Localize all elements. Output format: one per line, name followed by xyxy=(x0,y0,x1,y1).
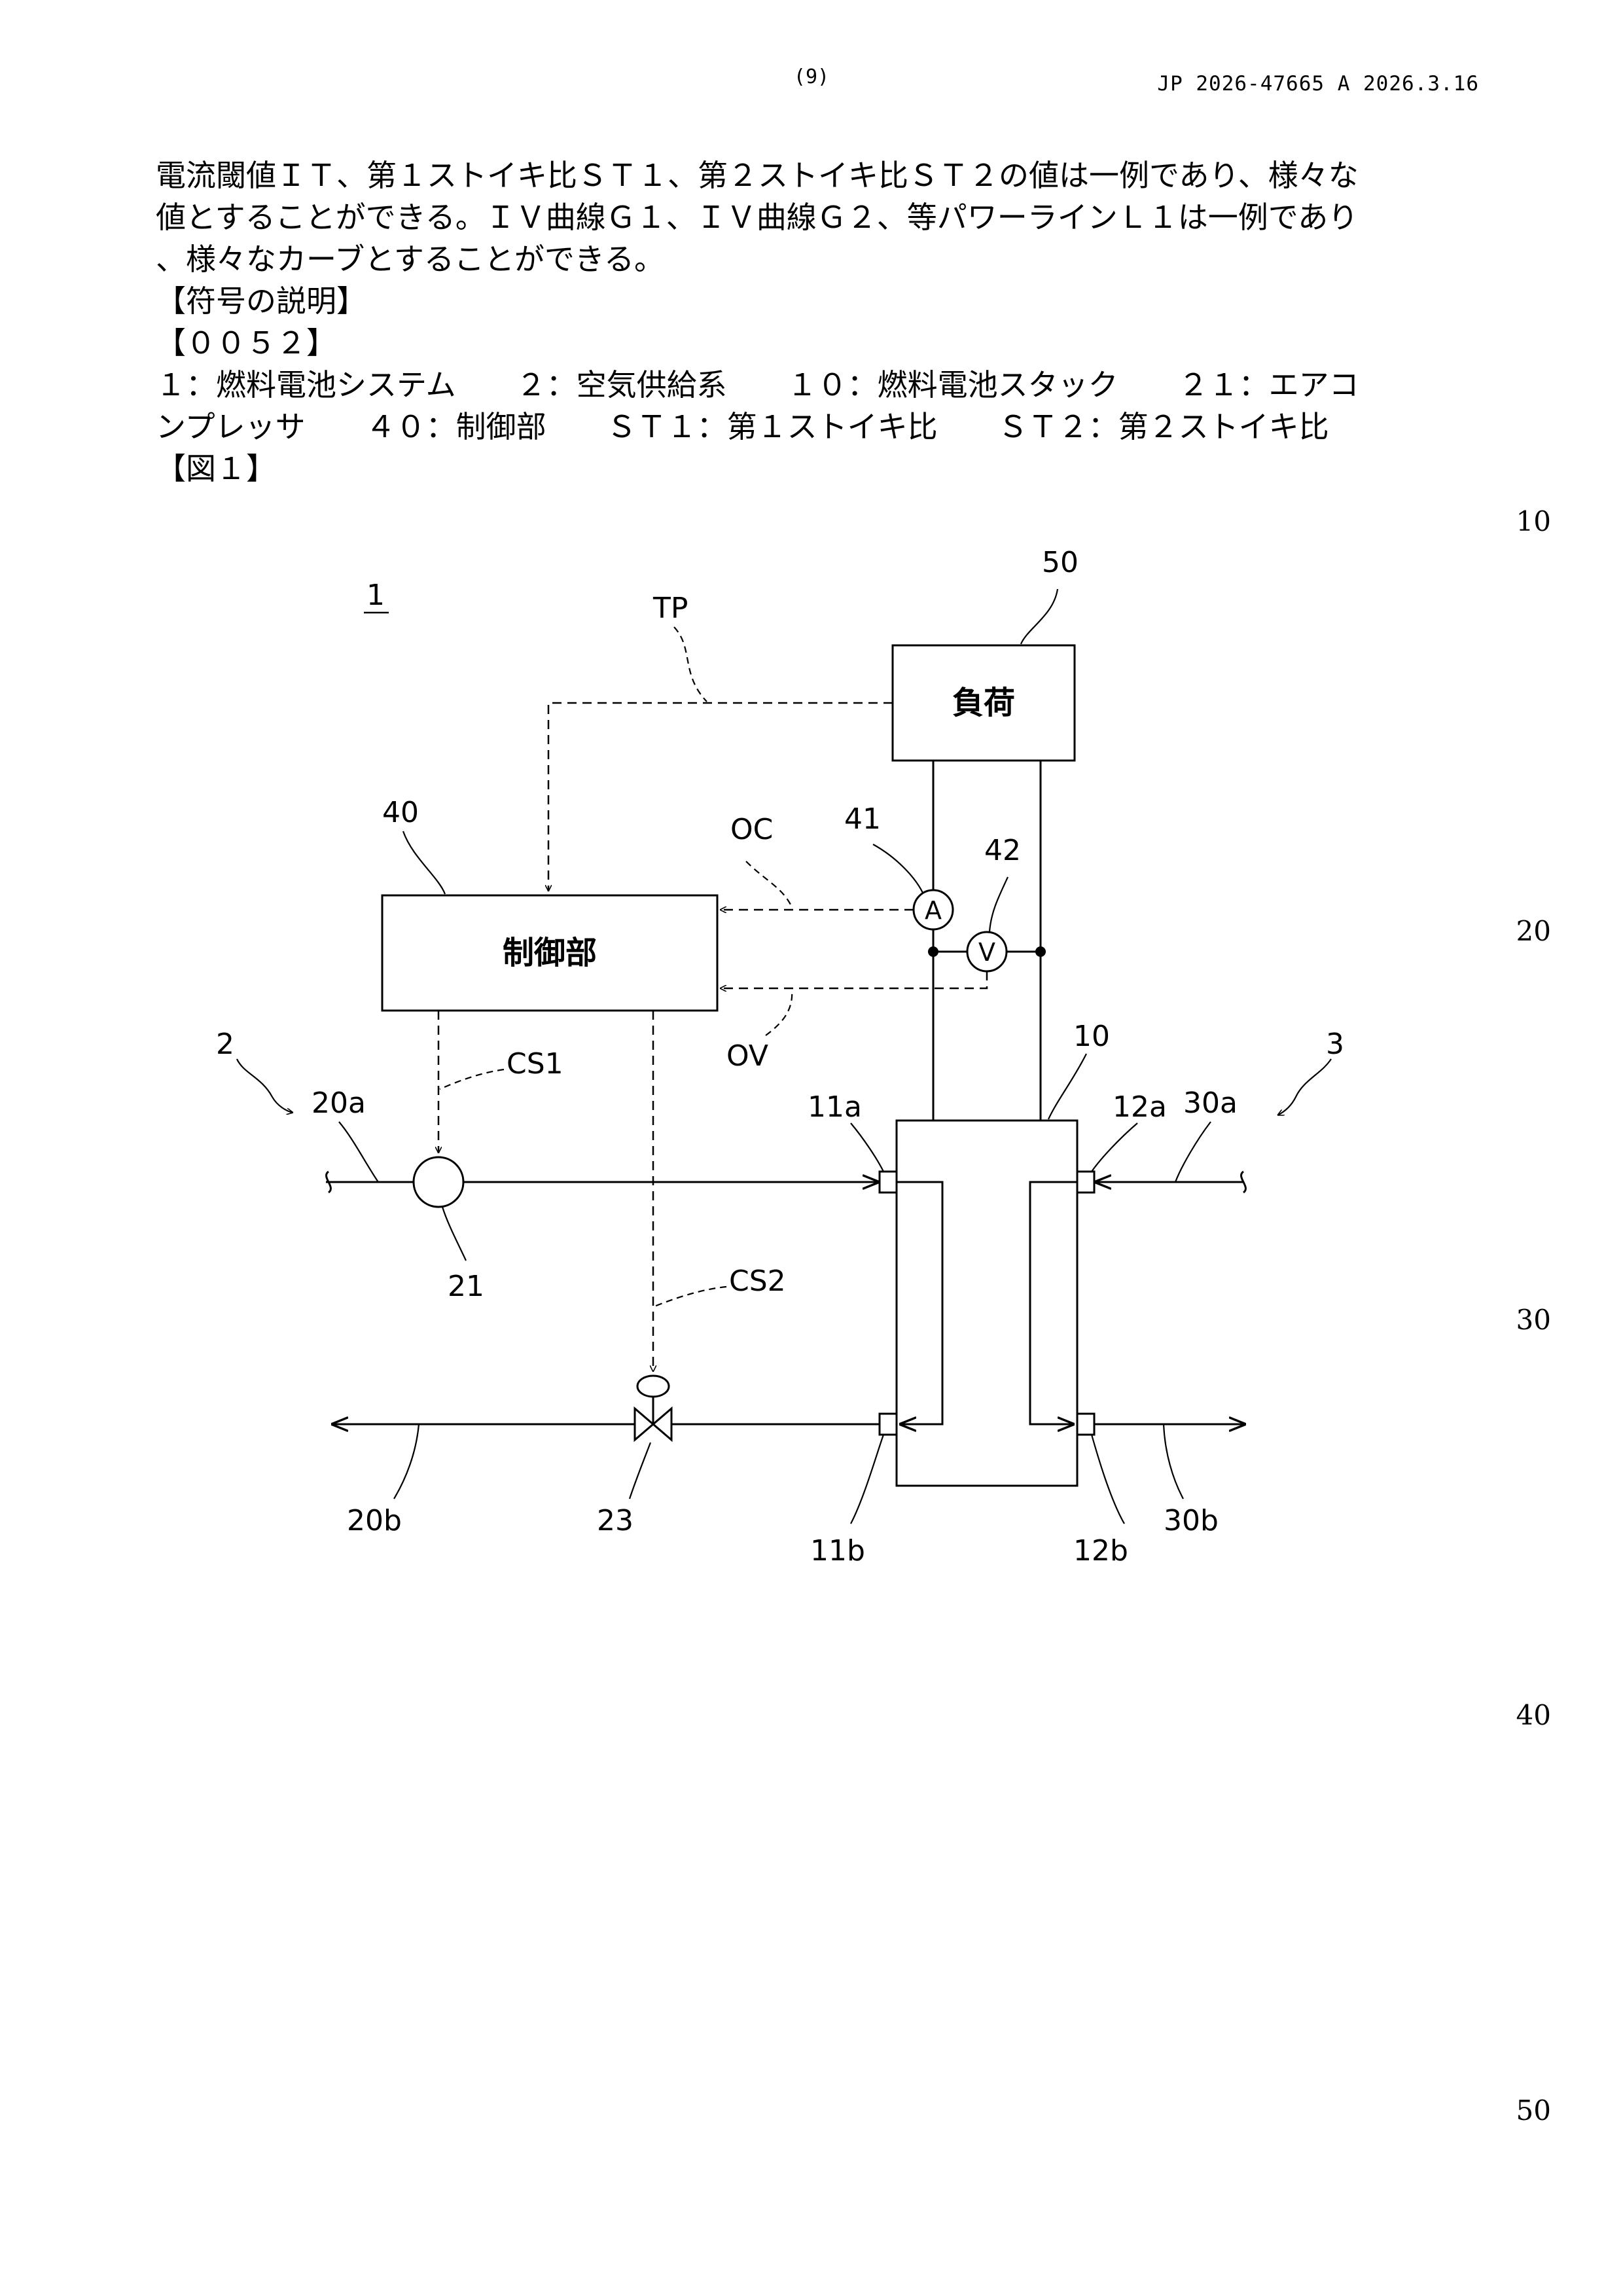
air-system-ref-label: 2 xyxy=(216,1028,234,1061)
leader-42 xyxy=(990,877,1008,932)
leader-10 xyxy=(1048,1054,1086,1119)
voltmeter-ref-label: 42 xyxy=(984,834,1021,867)
system-ref-label: 1 xyxy=(366,579,385,612)
leader-11a xyxy=(851,1123,883,1172)
leader-40 xyxy=(403,831,445,894)
ammeter-ref-label: 41 xyxy=(844,802,881,836)
stack-inlet-outlet-path-right xyxy=(1030,1182,1077,1424)
air-compressor xyxy=(414,1157,463,1207)
leader-20b xyxy=(394,1424,419,1499)
leader-21 xyxy=(442,1207,466,1261)
ref-arrow-2 xyxy=(237,1059,293,1113)
ov-label: OV xyxy=(726,1039,768,1073)
signal-tp xyxy=(548,703,893,891)
leader-11b xyxy=(851,1435,883,1524)
leader-cs1 xyxy=(440,1069,504,1089)
controller-label: 制御部 xyxy=(503,935,597,971)
port-12a xyxy=(1077,1172,1094,1193)
leader-30a xyxy=(1175,1122,1211,1182)
junction-dot xyxy=(1035,946,1046,957)
pipe-30a-label: 30a xyxy=(1183,1086,1238,1120)
leader-cs2 xyxy=(654,1287,726,1306)
leader-ov xyxy=(766,990,792,1035)
controller-ref-label: 40 xyxy=(382,796,419,829)
valve-actuator xyxy=(637,1376,669,1397)
oc-label: OC xyxy=(730,813,773,846)
stack-ref-label: 10 xyxy=(1073,1020,1110,1053)
cs2-label: CS2 xyxy=(729,1265,786,1298)
port-12b xyxy=(1077,1414,1094,1435)
port-12a-label: 12a xyxy=(1113,1090,1167,1124)
load-label: 負荷 xyxy=(952,685,1015,721)
leader-50 xyxy=(1021,589,1058,644)
port-11a xyxy=(880,1172,897,1193)
hydrogen-system-ref-label: 3 xyxy=(1326,1028,1344,1061)
tp-label: TP xyxy=(652,592,688,625)
port-11b-label: 11b xyxy=(810,1534,865,1568)
port-11b xyxy=(880,1414,897,1435)
leader-tp xyxy=(674,627,707,702)
compressor-ref-label: 21 xyxy=(448,1270,484,1303)
ref-arrow-3 xyxy=(1277,1059,1331,1115)
leader-12a xyxy=(1092,1123,1137,1172)
pipe-30b-label: 30b xyxy=(1164,1504,1219,1537)
valve-ref-label: 23 xyxy=(597,1504,633,1537)
cs1-label: CS1 xyxy=(507,1047,563,1081)
pipe-20b-label: 20b xyxy=(347,1504,402,1537)
leader-23 xyxy=(630,1443,651,1499)
leader-oc xyxy=(746,861,792,907)
stack-inlet-outlet-path-left xyxy=(897,1182,942,1424)
signal-ov xyxy=(720,971,987,988)
port-11a-label: 11a xyxy=(808,1090,862,1124)
leader-30b xyxy=(1164,1424,1183,1499)
fuel-cell-stack xyxy=(897,1121,1077,1486)
port-12b-label: 12b xyxy=(1073,1534,1128,1568)
leader-41 xyxy=(873,844,923,893)
junction-dot xyxy=(928,946,938,957)
leader-20a xyxy=(339,1122,378,1182)
voltmeter-symbol: V xyxy=(978,938,995,967)
leader-12b xyxy=(1092,1435,1124,1524)
ammeter-symbol: A xyxy=(925,896,942,925)
pipe-20a-label: 20a xyxy=(312,1086,366,1120)
load-ref-label: 50 xyxy=(1042,546,1079,579)
